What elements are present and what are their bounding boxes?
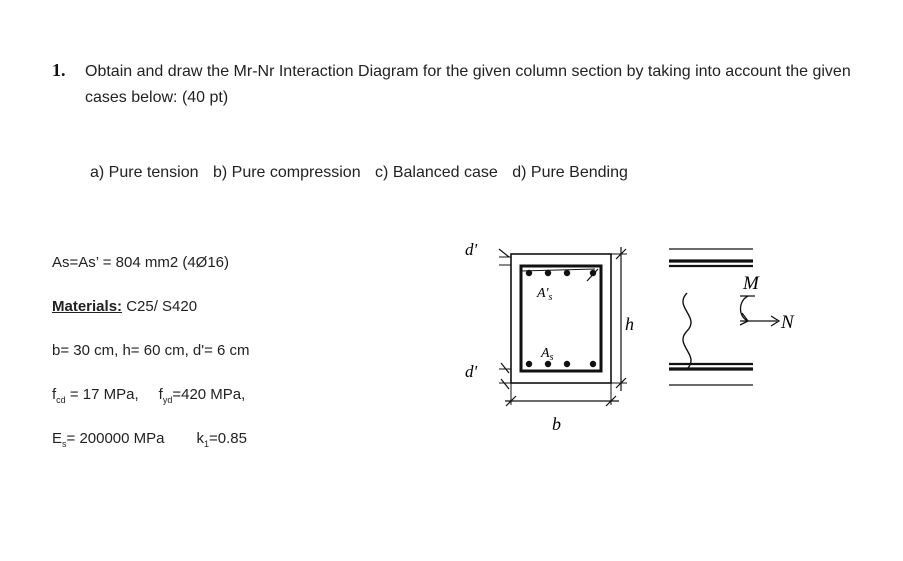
cases-list: a) Pure tension b) Pure compression c) B… (90, 164, 638, 182)
b-label: b (552, 414, 561, 434)
fcd-value: = 17 MPa, (65, 386, 139, 403)
top-bar (544, 269, 552, 277)
as-prime-label: A's (536, 286, 553, 303)
h-label: h (625, 314, 634, 334)
es-value: = 200000 MPa (66, 430, 165, 447)
d-prime-top-tick (498, 248, 510, 258)
case-d: d) Pure Bending (512, 164, 628, 181)
question-text: Obtain and draw the Mr-Nr Interaction Di… (85, 63, 851, 106)
top-bar (589, 269, 597, 277)
fyd-value: =420 MPa, (172, 386, 246, 403)
top-bar (563, 269, 571, 277)
case-b: b) Pure compression (212, 164, 361, 181)
es-symbol: E (52, 430, 63, 447)
modulus-line: Es= 200000 MPa k1=0.85 (52, 430, 247, 449)
question-number: 1. (52, 60, 66, 80)
strength-line: fcd = 17 MPa,fyd=420 MPa, (52, 386, 245, 405)
stirrup-hook (520, 268, 596, 272)
d-prime-bottom-label: d' (465, 362, 478, 381)
fyd-symbol: f (158, 386, 163, 403)
k1-symbol: k (196, 430, 205, 447)
bottom-bar (525, 360, 533, 368)
k1-subscript: 1 (204, 439, 210, 449)
bottom-bar (544, 360, 552, 368)
dimensions: b= 30 cm, h= 60 cm, d'= 6 cm (52, 342, 250, 359)
materials-value: C25/ S420 (122, 298, 198, 315)
fyd-subscript: yd (162, 395, 173, 405)
materials-line: Materials: C25/ S420 (52, 298, 197, 315)
as-label: As (540, 346, 554, 363)
fcd-symbol: f (52, 386, 57, 403)
break-line (682, 292, 692, 370)
es-subscript: s (62, 439, 67, 449)
stirrup (519, 264, 603, 373)
bottom-bar (589, 360, 597, 368)
d-prime-bottom-tick (500, 362, 510, 374)
moment-label: M (742, 273, 760, 294)
column-section-figure: d' A's As d' h b M (465, 240, 795, 434)
section-outline (510, 253, 612, 384)
d-prime-top-label: d' (465, 240, 478, 259)
steel-area: As=As’ = 804 mm2 (4Ø16) (52, 254, 230, 271)
fcd-subscript: cd (56, 395, 66, 405)
materials-label: Materials: (52, 298, 123, 315)
moment-arrow-icon (739, 295, 755, 322)
bottom-bar (563, 360, 571, 368)
k1-value: =0.85 (209, 430, 247, 447)
case-c: c) Balanced case (375, 164, 498, 181)
normal-force-label: N (780, 312, 795, 333)
case-a: a) Pure tension (90, 164, 199, 181)
top-bar (525, 269, 533, 277)
